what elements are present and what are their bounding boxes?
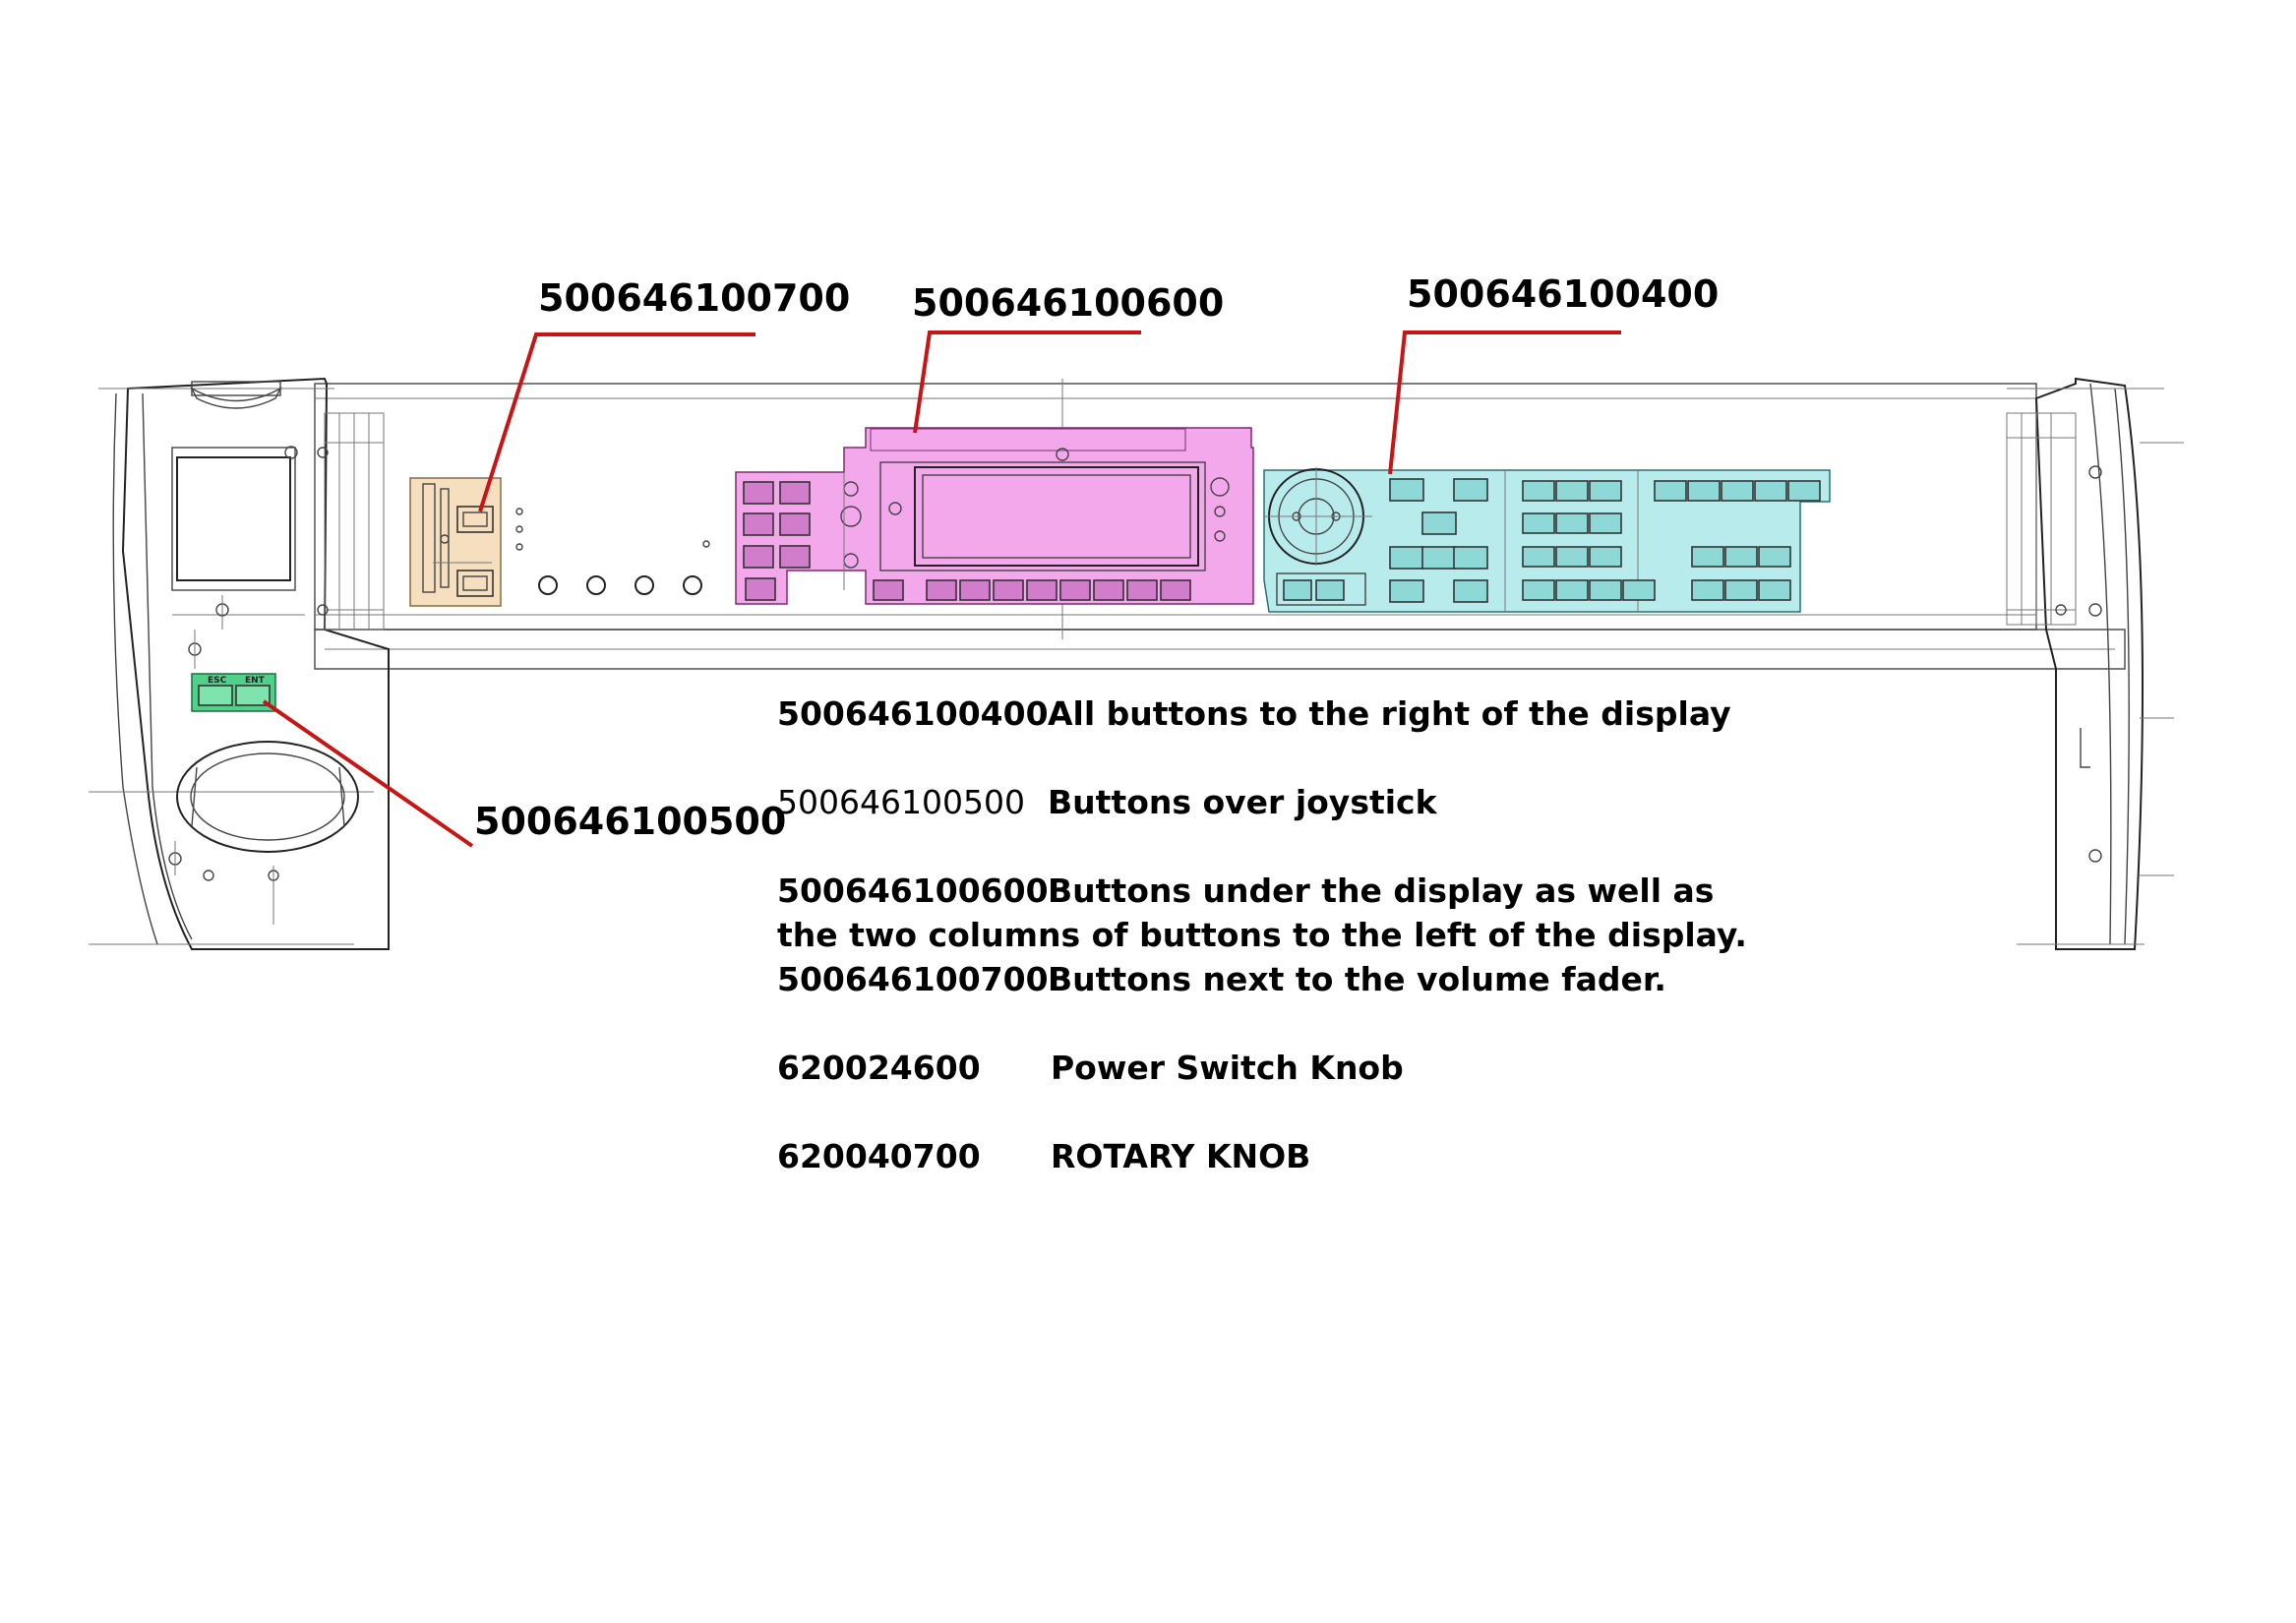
part-0400-buttons — [1283, 478, 1821, 603]
legend-text-6: ROTARY KNOB — [1051, 1137, 1310, 1175]
legend-code-1: 500646100500 — [777, 783, 1025, 821]
legend-code-2: 500646100600 — [777, 872, 1049, 910]
part-0400-region — [1263, 467, 1831, 613]
part-0600-region — [735, 427, 1254, 605]
legend-text-5: Power Switch Knob — [1051, 1049, 1404, 1087]
legend-code-0: 500646100400 — [777, 694, 1049, 733]
legend-text-2: Buttons under the display as well as — [1048, 872, 1714, 910]
part-0700-region — [409, 477, 502, 607]
esc-label: ESC — [208, 676, 227, 686]
part-0600-left-columns — [743, 481, 811, 601]
part-0500-region: ESC ENT — [191, 673, 276, 712]
callout-500646100700: 500646100700 — [538, 276, 850, 320]
parts-legend: 500646100400 All buttons to the right of… — [777, 694, 1747, 1175]
legend-code-5: 620024600 — [777, 1049, 981, 1087]
ent-label: ENT — [245, 676, 266, 686]
console-drawing — [89, 377, 2184, 950]
legend-text-4: Buttons next to the volume fader. — [1048, 960, 1666, 998]
leader-lines — [262, 331, 1621, 848]
legend-code-6: 620040700 — [777, 1137, 981, 1175]
callout-500646100500: 500646100500 — [474, 800, 786, 843]
legend-text-1: Buttons over joystick — [1048, 783, 1438, 821]
part-0600-bottom-row — [873, 579, 1191, 601]
legend-text-0: All buttons to the right of the display — [1048, 694, 1731, 733]
callout-500646100400: 500646100400 — [1407, 272, 1719, 316]
callout-500646100600: 500646100600 — [912, 281, 1224, 325]
legend-text-3: the two columns of buttons to the left o… — [777, 916, 1747, 954]
legend-code-4: 500646100700 — [777, 960, 1049, 998]
